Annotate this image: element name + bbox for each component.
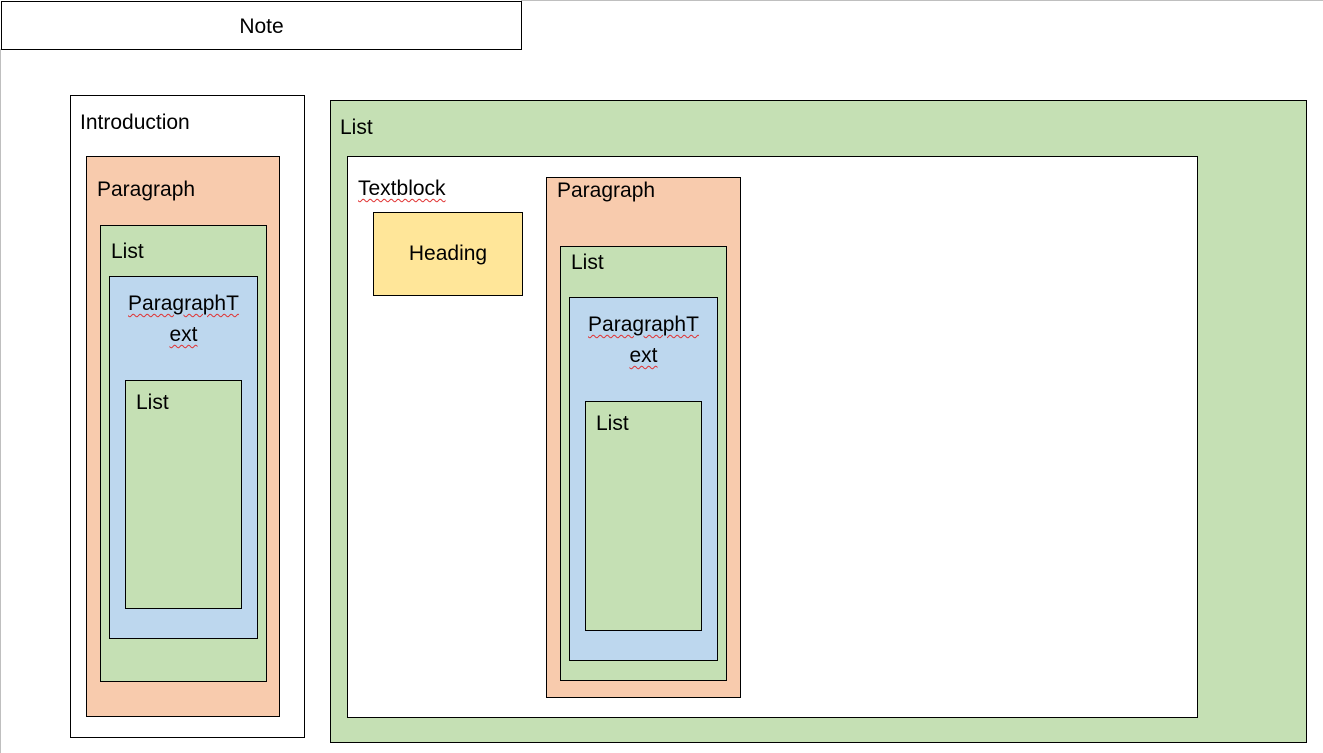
intro-paragraphtext-line1: ParagraphT (128, 292, 239, 315)
main-list-box: List Textblock Heading Paragraph List Pa… (330, 100, 1307, 743)
textblock-list-label: List (571, 251, 604, 274)
main-list-label: List (340, 116, 373, 139)
introduction-label: Introduction (80, 111, 190, 134)
heading-label: Heading (408, 242, 488, 265)
intro-paragraphtext-box: ParagraphT ext List (109, 276, 258, 639)
intro-list-label: List (111, 240, 144, 263)
textblock-paragraph-box: Paragraph List ParagraphT ext List (546, 177, 741, 698)
textblock-paragraphtext-box: ParagraphT ext List (569, 297, 718, 661)
note-box: Note (1, 1, 522, 50)
intro-paragraphtext-line2: ext (169, 323, 198, 346)
textblock-box: Textblock Heading Paragraph List Paragra… (347, 156, 1198, 718)
note-label: Note (239, 15, 284, 38)
introduction-box: Introduction Paragraph List ParagraphT e… (70, 95, 305, 738)
textblock-label: Textblock (358, 177, 446, 200)
textblock-inner-list-label: List (596, 412, 629, 435)
textblock-list-box: List ParagraphT ext List (560, 246, 727, 681)
textblock-paragraphtext-line2: ext (629, 344, 658, 367)
intro-paragraph-label: Paragraph (97, 178, 196, 201)
intro-inner-list-label: List (136, 391, 169, 414)
intro-inner-list-box: List (125, 380, 242, 609)
intro-list-box: List ParagraphT ext List (100, 225, 267, 682)
intro-paragraph-box: Paragraph List ParagraphT ext List (86, 156, 280, 717)
textblock-paragraph-label: Paragraph (557, 179, 656, 202)
page-left-border (0, 49, 1, 753)
textblock-inner-list-box: List (585, 401, 702, 631)
heading-box: Heading (373, 212, 523, 296)
textblock-paragraphtext-line1: ParagraphT (588, 313, 699, 336)
page-top-border (521, 0, 1323, 1)
